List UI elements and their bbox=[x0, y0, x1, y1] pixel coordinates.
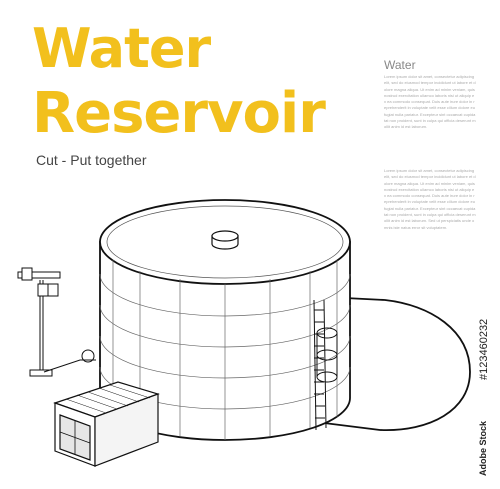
floodlight-pole-icon bbox=[17, 267, 96, 377]
tank-ladder-icon bbox=[313, 299, 338, 431]
side-heading: Water bbox=[384, 58, 416, 72]
subtitle: Cut - Put together bbox=[36, 152, 147, 168]
placeholder-paragraph-2: Lorem ipsum dolor sit amet, consectetur … bbox=[384, 168, 476, 230]
title-line-2: Reservoir bbox=[32, 81, 326, 146]
tank-roof-hatch-icon bbox=[211, 230, 239, 250]
stock-image-code: #123460232 bbox=[478, 318, 490, 380]
pump-house-icon bbox=[53, 381, 160, 467]
stock-tag: Adobe Stock bbox=[478, 420, 488, 476]
placeholder-paragraph-1: Lorem ipsum dolor sit amet, consectetur … bbox=[384, 74, 476, 130]
title-line-1: Water bbox=[32, 17, 211, 80]
